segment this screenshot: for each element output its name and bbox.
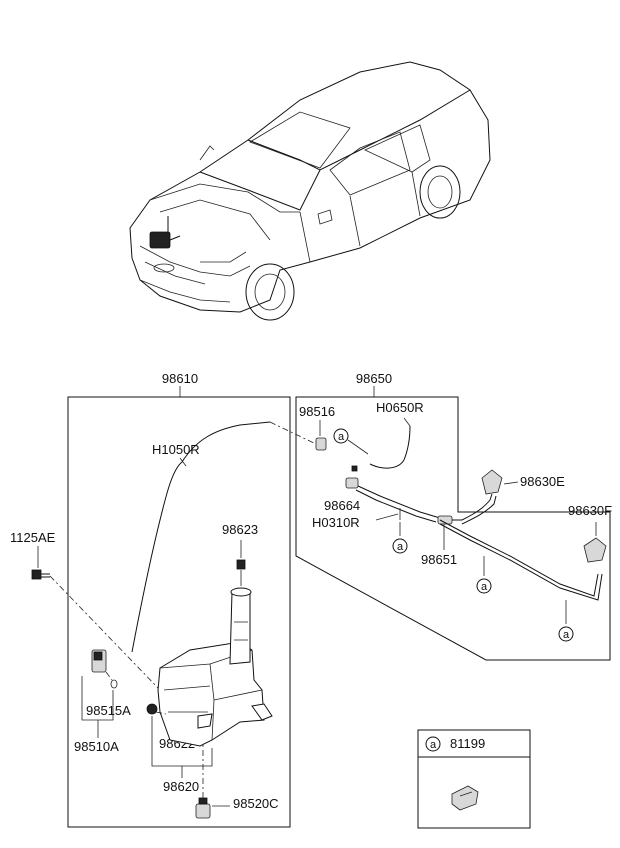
label-98664: 98664 xyxy=(324,498,360,513)
label-98516: 98516 xyxy=(299,404,335,419)
hose-h0650r xyxy=(369,425,411,469)
label-1125ae: 1125AE xyxy=(10,530,56,545)
label-98651: 98651 xyxy=(421,552,457,567)
label-98630f: 98630F xyxy=(568,503,612,518)
hose-h1050r xyxy=(131,421,271,653)
nozzle-f-icon xyxy=(583,537,607,563)
car-illustration-icon xyxy=(129,61,491,321)
hose-h0310r xyxy=(357,485,441,519)
washer-reservoir-icon xyxy=(157,559,273,747)
label-98623: 98623 xyxy=(222,522,258,537)
label-98510a: 98510A xyxy=(74,739,119,754)
callout-a-3: a xyxy=(481,581,488,593)
box-98610 xyxy=(67,396,291,828)
t-connector-icon xyxy=(437,515,462,525)
label-98610: 98610 xyxy=(162,371,198,386)
label-98650: 98650 xyxy=(356,371,392,386)
label-98620: 98620 xyxy=(163,779,199,794)
callout-a-4: a xyxy=(563,629,570,641)
nozzle-icon xyxy=(481,469,503,495)
connector-98516-icon xyxy=(315,437,327,451)
callout-a-1: a xyxy=(338,431,345,443)
legend-part: 81199 xyxy=(450,736,485,751)
label-98515a: 98515A xyxy=(86,703,131,718)
label-98520c: 98520C xyxy=(233,796,279,811)
label-h0310r: H0310R xyxy=(312,515,360,530)
box-98650 xyxy=(295,396,611,661)
clip-icon xyxy=(451,785,479,811)
callout-a-2: a xyxy=(397,541,404,553)
label-h1050r: H1050R xyxy=(152,442,200,457)
washer-pump-icon xyxy=(91,649,118,689)
legend-marker: a xyxy=(430,739,437,751)
bolt-icon xyxy=(31,569,50,580)
washer-motor-icon xyxy=(195,797,211,819)
label-h0650r: H0650R xyxy=(376,400,424,415)
connector-98664-icon xyxy=(345,465,359,489)
label-98630e: 98630E xyxy=(520,474,565,489)
grommet-icon xyxy=(146,703,158,715)
legend-box: a 81199 xyxy=(417,729,531,829)
